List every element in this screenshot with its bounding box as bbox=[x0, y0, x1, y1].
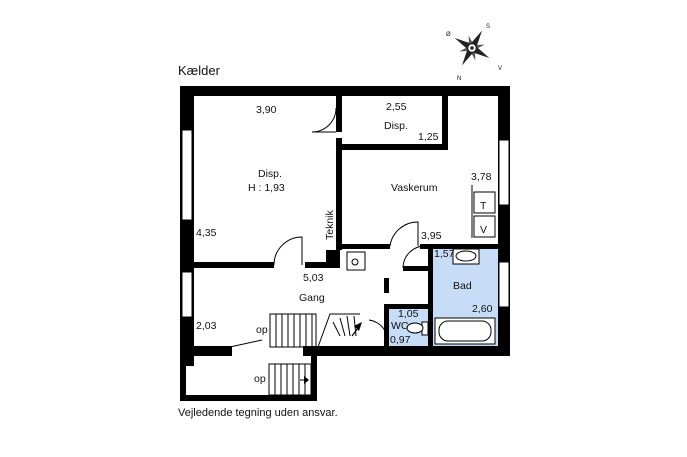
wc-name: WC bbox=[391, 320, 409, 332]
compass-south: S bbox=[486, 24, 490, 30]
disp-main-height: H : 1,93 bbox=[248, 182, 285, 194]
gang-width: 5,03 bbox=[303, 272, 324, 284]
compass-west: V bbox=[498, 66, 502, 72]
interior-walls bbox=[194, 96, 498, 346]
windows bbox=[181, 129, 510, 318]
vaskerum-name: Vaskerum bbox=[391, 182, 438, 194]
stairs-upper-label: op bbox=[256, 324, 268, 336]
bathtub-icon bbox=[434, 317, 496, 345]
disp-small-width: 2,55 bbox=[386, 101, 407, 113]
disp-small-depth: 1,25 bbox=[418, 131, 439, 143]
bad-depth: 2,60 bbox=[472, 303, 493, 315]
toilet-icon bbox=[406, 321, 429, 336]
bad-name: Bad bbox=[453, 280, 472, 292]
disp-main-name: Disp. bbox=[258, 168, 282, 180]
washer-label: V bbox=[480, 224, 487, 236]
compass-east: Ø bbox=[446, 32, 451, 38]
disp-small-name: Disp. bbox=[384, 120, 408, 132]
teknik-name: Teknik bbox=[324, 209, 336, 240]
compass-north: N bbox=[457, 76, 461, 82]
stairs-lower bbox=[268, 363, 312, 396]
stairs-lower-label: op bbox=[254, 373, 266, 385]
gang-name: Gang bbox=[299, 292, 325, 304]
wc-depth: 0,97 bbox=[390, 334, 411, 346]
door-swings bbox=[273, 107, 426, 343]
dryer-label: T bbox=[480, 200, 487, 212]
disp-main-width: 3,90 bbox=[256, 104, 277, 116]
disp-main-depth: 4,35 bbox=[196, 227, 217, 239]
stairs-arrow-icon bbox=[351, 322, 362, 337]
vaskerum-depth: 3,78 bbox=[471, 171, 492, 183]
bad-width: 1,57 bbox=[434, 248, 455, 260]
vaskerum-width: 3,95 bbox=[421, 230, 442, 242]
outer-walls bbox=[180, 86, 510, 401]
bathroom-sink-icon bbox=[452, 248, 480, 265]
stairs-upper bbox=[229, 313, 360, 348]
wc-width: 1,05 bbox=[398, 308, 419, 320]
gang-depth: 2,03 bbox=[196, 320, 217, 332]
compass-icon: S Ø N V bbox=[446, 24, 502, 82]
stairs-lower-arrow-icon bbox=[300, 376, 309, 384]
floor-title: Kælder bbox=[178, 63, 221, 78]
utility-sink-icon bbox=[346, 251, 366, 271]
appliances bbox=[471, 185, 496, 238]
disclaimer: Vejledende tegning uden ansvar. bbox=[178, 407, 338, 419]
